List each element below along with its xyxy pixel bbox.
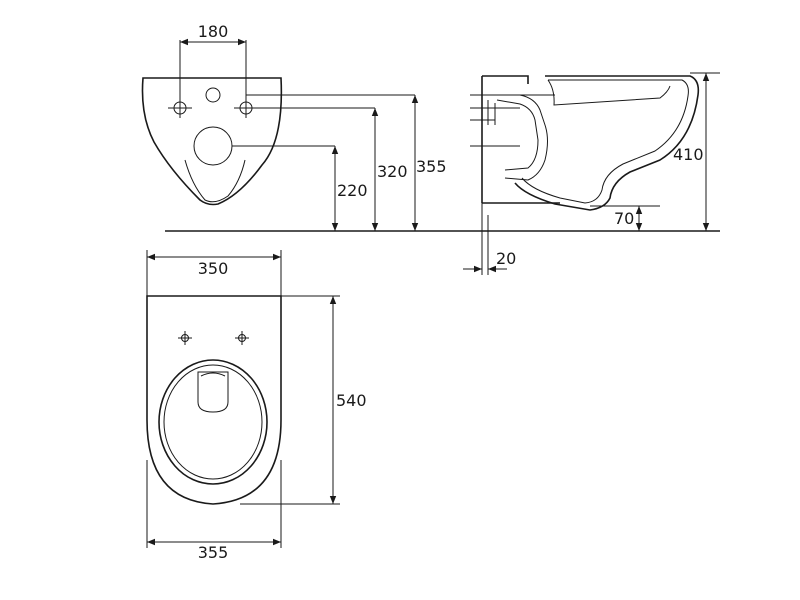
- dim-540-label: 540: [336, 391, 367, 410]
- top-bolt-right: [235, 331, 249, 345]
- side-view: [470, 72, 720, 275]
- side-bowl-interior: [547, 79, 671, 106]
- dim-350-label: 350: [198, 259, 229, 278]
- dim-180-label: 180: [198, 22, 229, 41]
- dim-355-label: 355: [416, 157, 447, 176]
- dim-70-label: 70: [614, 209, 634, 228]
- top-outer-outline: [146, 295, 282, 505]
- dim-410-label: 410: [673, 145, 704, 164]
- front-inner-recess: [184, 159, 246, 203]
- top-seat-inner: [163, 364, 263, 480]
- side-trap: [490, 94, 548, 181]
- dim-355-bottom-label: 355: [198, 543, 229, 562]
- side-inner-profile: [521, 79, 689, 204]
- top-bolt-left: [178, 331, 192, 345]
- front-bowl-outline: [141, 77, 283, 206]
- outlet-hole: [193, 126, 233, 166]
- dim-220-label: 220: [337, 181, 368, 200]
- top-view: [146, 250, 340, 548]
- front-view: [141, 40, 415, 206]
- top-outlet: [197, 371, 229, 413]
- dim-20-label: 20: [496, 249, 516, 268]
- side-wall-plate: [481, 75, 560, 204]
- top-bolt-hole: [205, 87, 221, 103]
- dim-320-label: 320: [377, 162, 408, 181]
- top-seat-outer: [158, 359, 268, 485]
- side-outer-profile: [514, 75, 700, 211]
